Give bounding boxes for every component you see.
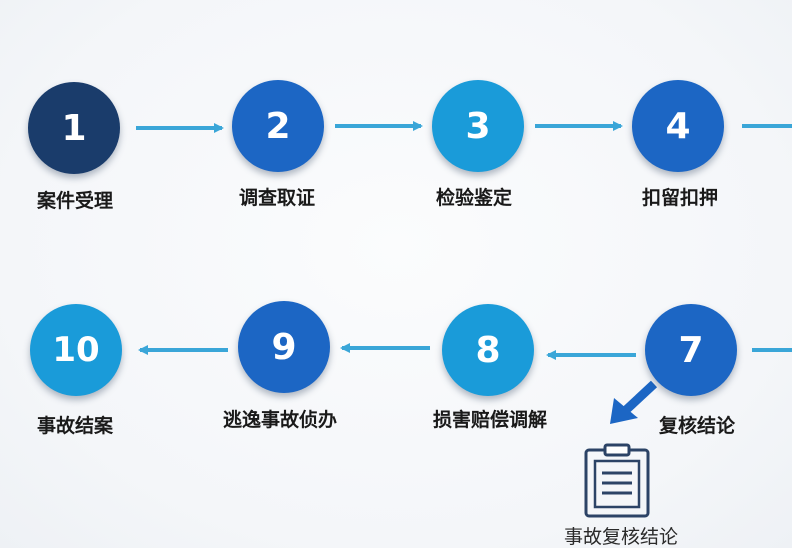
step-node-7: 7 <box>645 304 737 396</box>
document-caption: 事故复核结论 <box>563 526 679 548</box>
step-number-2: 2 <box>265 105 291 147</box>
step-node-3: 3 <box>432 80 524 172</box>
step-number-3: 3 <box>465 105 491 147</box>
step-number-8: 8 <box>475 329 501 371</box>
step-label-8: 损害赔偿调解 <box>432 409 548 431</box>
step-number-1: 1 <box>61 107 87 149</box>
step-node-4: 4 <box>632 80 724 172</box>
step-label-7: 复核结论 <box>658 415 736 437</box>
step-label-1: 案件受理 <box>36 190 114 212</box>
step-node-9: 9 <box>238 301 330 393</box>
arrow-7-to-document <box>610 380 658 424</box>
step-label-3: 检验鉴定 <box>435 187 513 209</box>
step-node-2: 2 <box>232 80 324 172</box>
step-number-4: 4 <box>665 105 691 147</box>
step-number-7: 7 <box>678 329 704 371</box>
step-label-4: 扣留扣押 <box>641 187 719 209</box>
step-node-8: 8 <box>442 304 534 396</box>
step-number-9: 9 <box>271 326 297 368</box>
step-number-10: 10 <box>52 330 100 370</box>
clipboard-document-icon <box>584 443 650 518</box>
step-label-9: 逃逸事故侦办 <box>222 409 338 431</box>
step-label-2: 调查取证 <box>238 187 316 209</box>
step-node-1: 1 <box>28 82 120 174</box>
step-label-10: 事故结案 <box>36 415 114 437</box>
step-node-10: 10 <box>30 304 122 396</box>
